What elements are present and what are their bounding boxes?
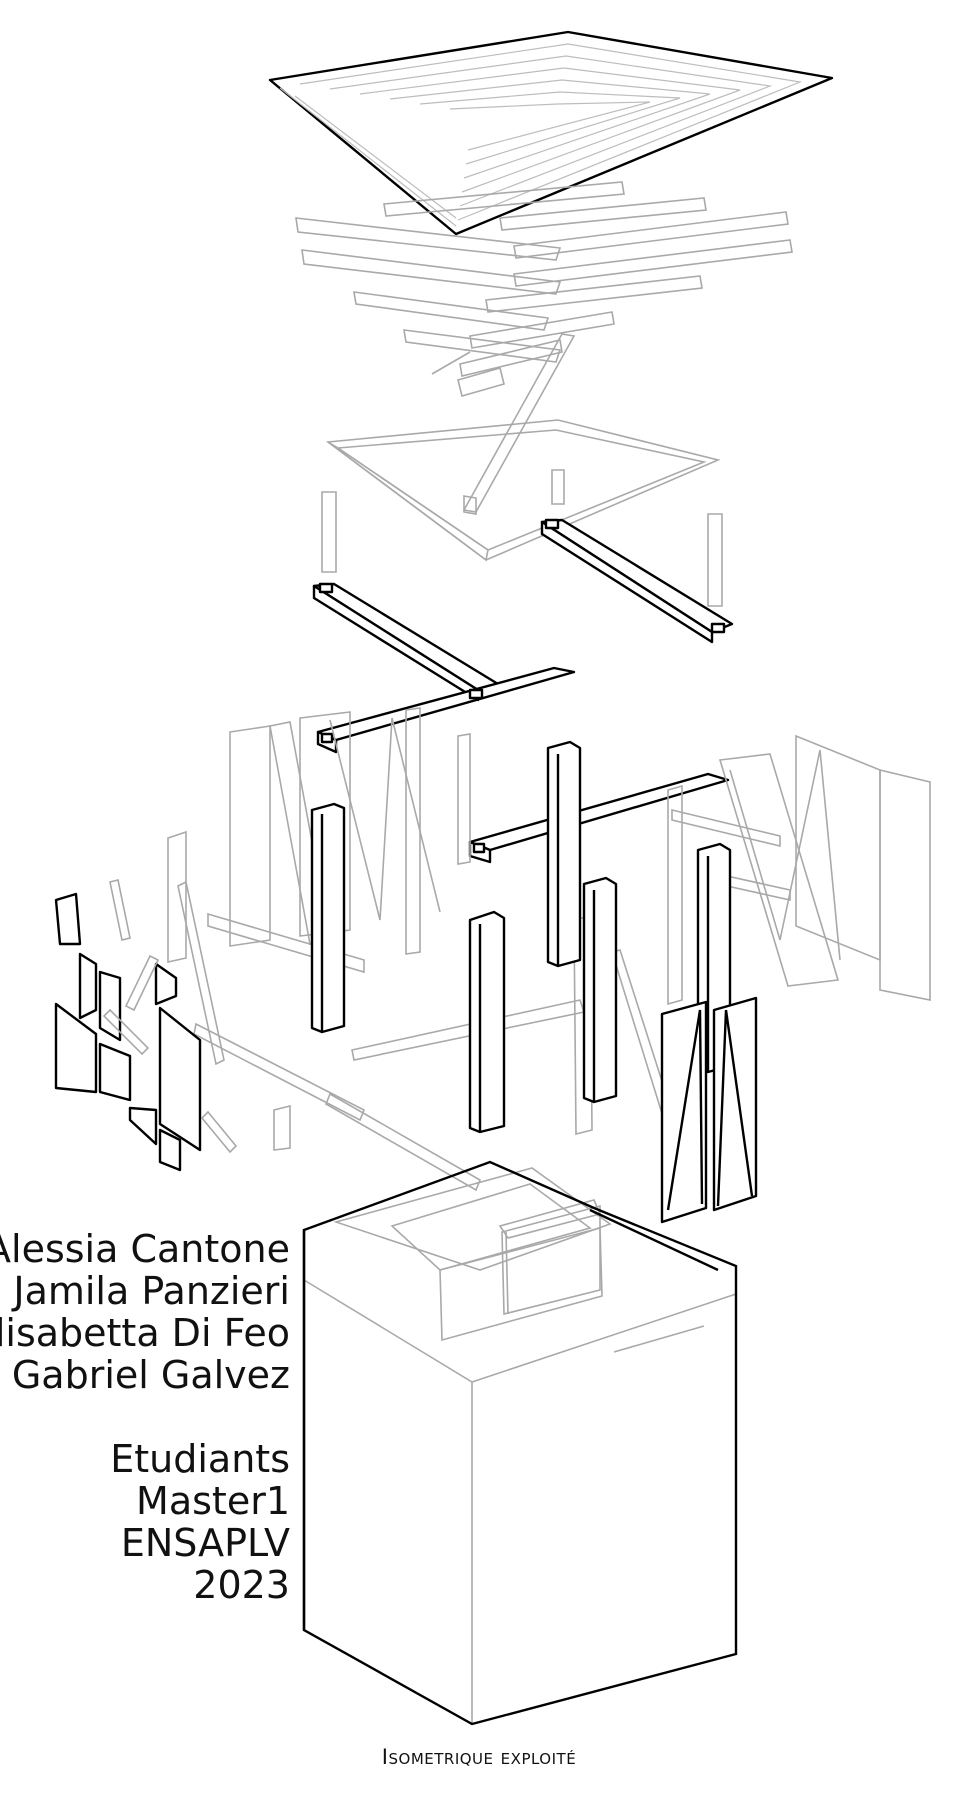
- wall-panels-right: [660, 996, 758, 1224]
- author-name: Gabriel Galvez: [11, 1353, 290, 1397]
- affiliation-line: Master1: [136, 1479, 290, 1523]
- credits-block: Alessia Cantone Jamila Panzieri Elisabet…: [0, 1228, 290, 1606]
- top-beams: [312, 518, 734, 864]
- affiliation-line: ENSAPLV: [120, 1521, 290, 1565]
- author-name: Elisabetta Di Feo: [0, 1311, 290, 1355]
- roof-pyramid: [268, 30, 834, 236]
- author-name: Alessia Cantone: [0, 1227, 290, 1271]
- triangle-panels-left: [54, 879, 238, 1172]
- author-name: Jamila Panzieri: [13, 1269, 290, 1313]
- affiliation-line: Etudiants: [110, 1437, 290, 1481]
- affiliation-line: 2023: [193, 1563, 290, 1607]
- drawing-caption: Isometrique exploité: [381, 1745, 577, 1769]
- spacer: [0, 1396, 290, 1438]
- base-box: [302, 1160, 738, 1726]
- ring-beam: [321, 333, 723, 607]
- roof-joists: [295, 181, 793, 397]
